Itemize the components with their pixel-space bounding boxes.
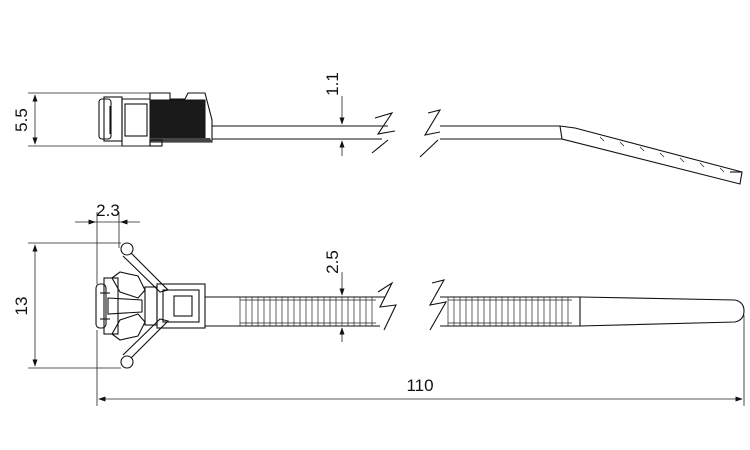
dim-strap-thickness-label: 1.1: [323, 72, 342, 96]
side-view-strap-right: [419, 109, 743, 185]
dim-anchor-offset-label: 2.3: [96, 201, 120, 220]
top-view: 2.3 13 2.5 110: [12, 201, 745, 406]
dim-head-height-label: 5.5: [12, 108, 31, 132]
dim-overall-length: 110: [96, 315, 745, 406]
top-view-anchor-pins: [95, 271, 146, 341]
side-view-strap-left: [212, 112, 396, 154]
side-view: 5.5 1.1: [12, 72, 743, 185]
dim-strap-width-label: 2.5: [323, 250, 342, 274]
top-view-strap-left: [205, 281, 397, 331]
dim-anchor-offset: 2.3: [75, 201, 140, 284]
dim-strap-thickness: 1.1: [323, 72, 345, 156]
dim-wing-span: 13: [12, 242, 121, 369]
dim-wing-span-label: 13: [12, 297, 31, 316]
top-view-head: [144, 283, 206, 329]
top-view-anchor-wings: [120, 242, 170, 369]
dim-strap-width: 2.5: [323, 250, 345, 342]
dim-head-height: 5.5: [12, 92, 150, 147]
dim-overall-length-label: 110: [406, 376, 433, 395]
side-view-head: [98, 92, 213, 147]
top-view-strap-right: [428, 279, 745, 331]
